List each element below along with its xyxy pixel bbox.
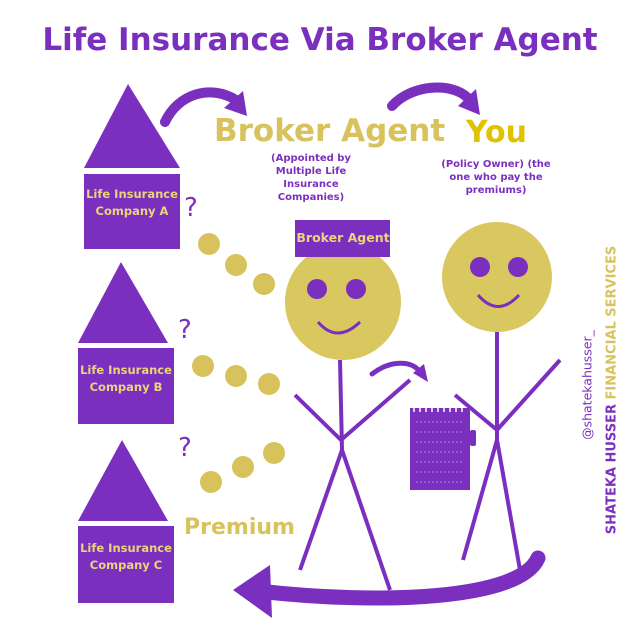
premium-label: Premium: [184, 515, 295, 540]
dots-company-b: [192, 355, 280, 395]
company-c-house-icon: [78, 440, 174, 603]
broker-hat-label: Broker Agent: [296, 230, 390, 245]
you-figure: [442, 222, 562, 571]
page-title: Life Insurance Via Broker Agent: [42, 22, 598, 58]
broker-heading: Broker Agent: [214, 113, 446, 149]
company-c-label: Life Insurance Company C: [80, 541, 172, 572]
credit-business-name: SHATEKA HUSSER FINANCIAL SERVICES: [605, 246, 620, 534]
you-note: (Policy Owner) (the one who pay the prem…: [441, 159, 551, 196]
broker-note: (Appointed by Multiple Life Insurance Co…: [271, 153, 351, 203]
company-a-label: Life Insurance Company A: [86, 187, 178, 218]
question-mark-b: ?: [178, 315, 192, 345]
company-b-house-icon: [78, 262, 174, 424]
company-a-house-icon: [84, 84, 180, 249]
question-mark-c: ?: [178, 433, 192, 463]
credit-name: SHATEKA HUSSER: [604, 404, 620, 535]
dots-company-a: [198, 233, 275, 295]
premium-arrow-icon: [250, 550, 546, 606]
credit-handle: @shatekahusser_: [579, 330, 595, 440]
arrow-to-you-head-icon: [458, 89, 480, 115]
arrow-to-broker-head-icon: [224, 91, 247, 116]
dots-company-c: [200, 442, 285, 493]
arrow-to-you-icon: [387, 82, 473, 111]
arrow-to-policy-head-icon: [413, 364, 428, 382]
arrow-to-broker-icon: [160, 87, 241, 127]
company-b-label: Life Insurance Company B: [80, 363, 172, 394]
credit-business: FINANCIAL SERVICES: [604, 245, 620, 400]
broker-figure: [285, 220, 412, 591]
arrow-to-policy-icon: [369, 360, 423, 377]
policy-notebook-icon: [410, 404, 476, 490]
you-heading: You: [466, 115, 527, 150]
question-mark-a: ?: [184, 193, 198, 223]
premium-arrow-head-icon: [233, 565, 272, 618]
broker-hat: [295, 220, 390, 257]
